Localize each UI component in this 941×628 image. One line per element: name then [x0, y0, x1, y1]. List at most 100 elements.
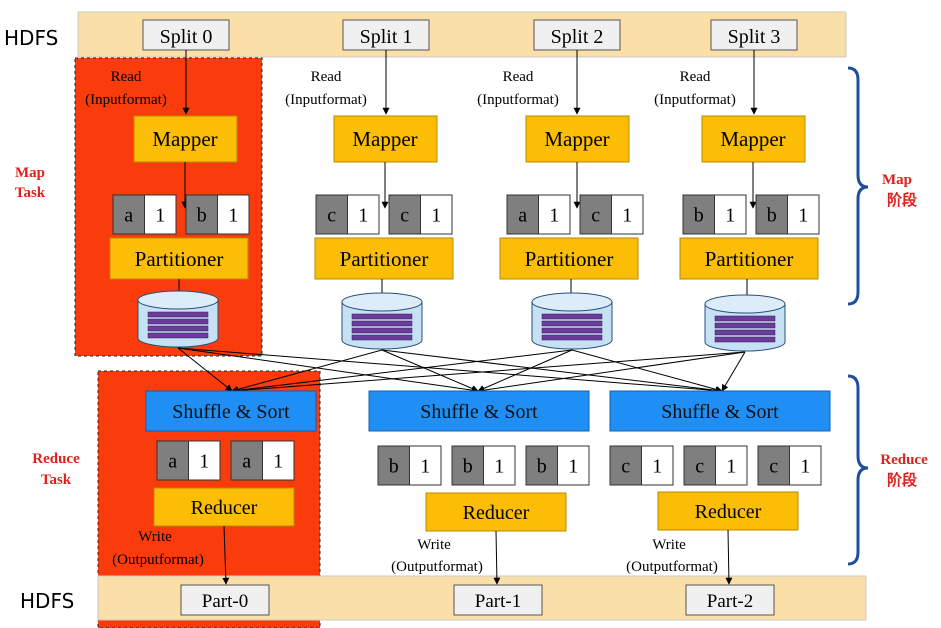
- svg-text:(Inputformat): (Inputformat): [285, 92, 367, 108]
- disk-3-layer-1: [714, 322, 776, 329]
- partitioner-0: Partitioner: [109, 237, 249, 280]
- svg-text:Partitioner: Partitioner: [340, 247, 429, 271]
- reduce-pair-2-2-key: c: [769, 456, 778, 478]
- partitioner-3: Partitioner: [679, 237, 819, 280]
- part-1: Part-1: [453, 584, 543, 616]
- svg-text:(Outputformat): (Outputformat): [626, 559, 718, 575]
- write-label-0: Write (Outputformat): [112, 529, 204, 568]
- read-label-3: Read (Inputformat): [654, 69, 736, 108]
- svg-text:Shuffle & Sort: Shuffle & Sort: [661, 401, 779, 423]
- arrow-reducer0-part: [222, 525, 230, 585]
- reduce-phase-label: Reduce 阶段: [880, 452, 928, 489]
- svg-text:Read: Read: [311, 69, 342, 85]
- reduce-pair-0-0-value: 1: [199, 451, 209, 473]
- map-phase-bracket: [847, 66, 869, 306]
- svg-text:Read: Read: [680, 69, 711, 85]
- svg-text:Reducer: Reducer: [191, 497, 258, 519]
- disk-2-layer-0: [541, 313, 603, 320]
- map-pair-1-0-value: 1: [358, 205, 368, 227]
- hdfs-top-label: HDFS: [4, 26, 58, 50]
- disk-0: [137, 290, 219, 348]
- shuffle-sort-2: Shuffle & Sort: [609, 390, 831, 432]
- partitioner-1: Partitioner: [314, 237, 454, 280]
- disk-0-layer-0: [147, 311, 209, 318]
- map-pair-2-1-value: 1: [622, 205, 632, 227]
- svg-text:Partitioner: Partitioner: [705, 247, 794, 271]
- shuffle-sort-0: Shuffle & Sort: [145, 390, 317, 432]
- disk-2-layer-2: [541, 327, 603, 334]
- map-pair-3-1-key: b: [767, 205, 777, 227]
- svg-text:Part-1: Part-1: [475, 591, 521, 612]
- read-label-0: Read (Inputformat): [85, 69, 167, 108]
- mapper-3: Mapper: [701, 115, 806, 163]
- map-task-label: Map Task: [15, 165, 46, 201]
- map-pair-0-0-key: a: [124, 205, 133, 227]
- svg-text:Reducer: Reducer: [695, 501, 762, 523]
- map-pair-2-0-key: a: [518, 205, 527, 227]
- svg-text:Map: Map: [15, 165, 45, 181]
- svg-text:Part-2: Part-2: [707, 591, 753, 612]
- part-2: Part-2: [685, 584, 775, 616]
- map-pair-2-1-key: c: [591, 205, 600, 227]
- disk-2-layer-3: [541, 334, 603, 341]
- disk-1: [341, 292, 423, 350]
- reduce-pair-1-1-key: b: [463, 456, 473, 478]
- reduce-pair-2-2-value: 1: [800, 456, 810, 478]
- svg-text:阶段: 阶段: [887, 471, 917, 489]
- svg-text:(Outputformat): (Outputformat): [112, 552, 204, 568]
- mapper-0: Mapper: [133, 115, 238, 163]
- split-1-label: Split 1: [360, 26, 413, 48]
- disk-3-layer-0: [714, 315, 776, 322]
- reduce-pair-2-0-value: 1: [652, 456, 662, 478]
- svg-text:Task: Task: [41, 472, 72, 488]
- disks: [137, 290, 786, 352]
- svg-text:Mapper: Mapper: [720, 127, 785, 151]
- shuffle-sort-1: Shuffle & Sort: [368, 390, 590, 432]
- map-pair-0-0-value: 1: [155, 205, 165, 227]
- mapper-1: Mapper: [333, 115, 438, 163]
- svg-text:Write: Write: [417, 537, 451, 553]
- disk-0-layer-3: [147, 332, 209, 339]
- read-label-2: Read (Inputformat): [477, 69, 559, 108]
- reduce-pair-1-2-value: 1: [568, 456, 578, 478]
- reduce-pair-1-2-key: b: [537, 456, 547, 478]
- map-pair-1-1-value: 1: [431, 205, 441, 227]
- reducer-2: Reducer: [657, 491, 799, 531]
- map-pair-0-1-key: b: [197, 205, 207, 227]
- disk-0-layer-1: [147, 318, 209, 325]
- svg-text:(Outputformat): (Outputformat): [391, 559, 483, 575]
- reducer-1: Reducer: [425, 492, 567, 532]
- map-pair-1-0-key: c: [327, 205, 336, 227]
- reducer-0: Reducer: [153, 487, 295, 527]
- svg-text:(Inputformat): (Inputformat): [85, 92, 167, 108]
- svg-text:Write: Write: [138, 529, 172, 545]
- disk-3-layer-2: [714, 329, 776, 336]
- read-label-1: Read (Inputformat): [285, 69, 367, 108]
- hdfs-bottom-label: HDFS: [20, 589, 74, 613]
- svg-text:(Inputformat): (Inputformat): [654, 92, 736, 108]
- arrow-reducer2-part: [725, 529, 733, 585]
- mapper-2: Mapper: [525, 115, 630, 163]
- map-pair-1-1-key: c: [400, 205, 409, 227]
- svg-text:Mapper: Mapper: [152, 127, 217, 151]
- svg-text:Shuffle & Sort: Shuffle & Sort: [420, 401, 538, 423]
- part-0: Part-0: [180, 584, 270, 616]
- svg-text:(Inputformat): (Inputformat): [477, 92, 559, 108]
